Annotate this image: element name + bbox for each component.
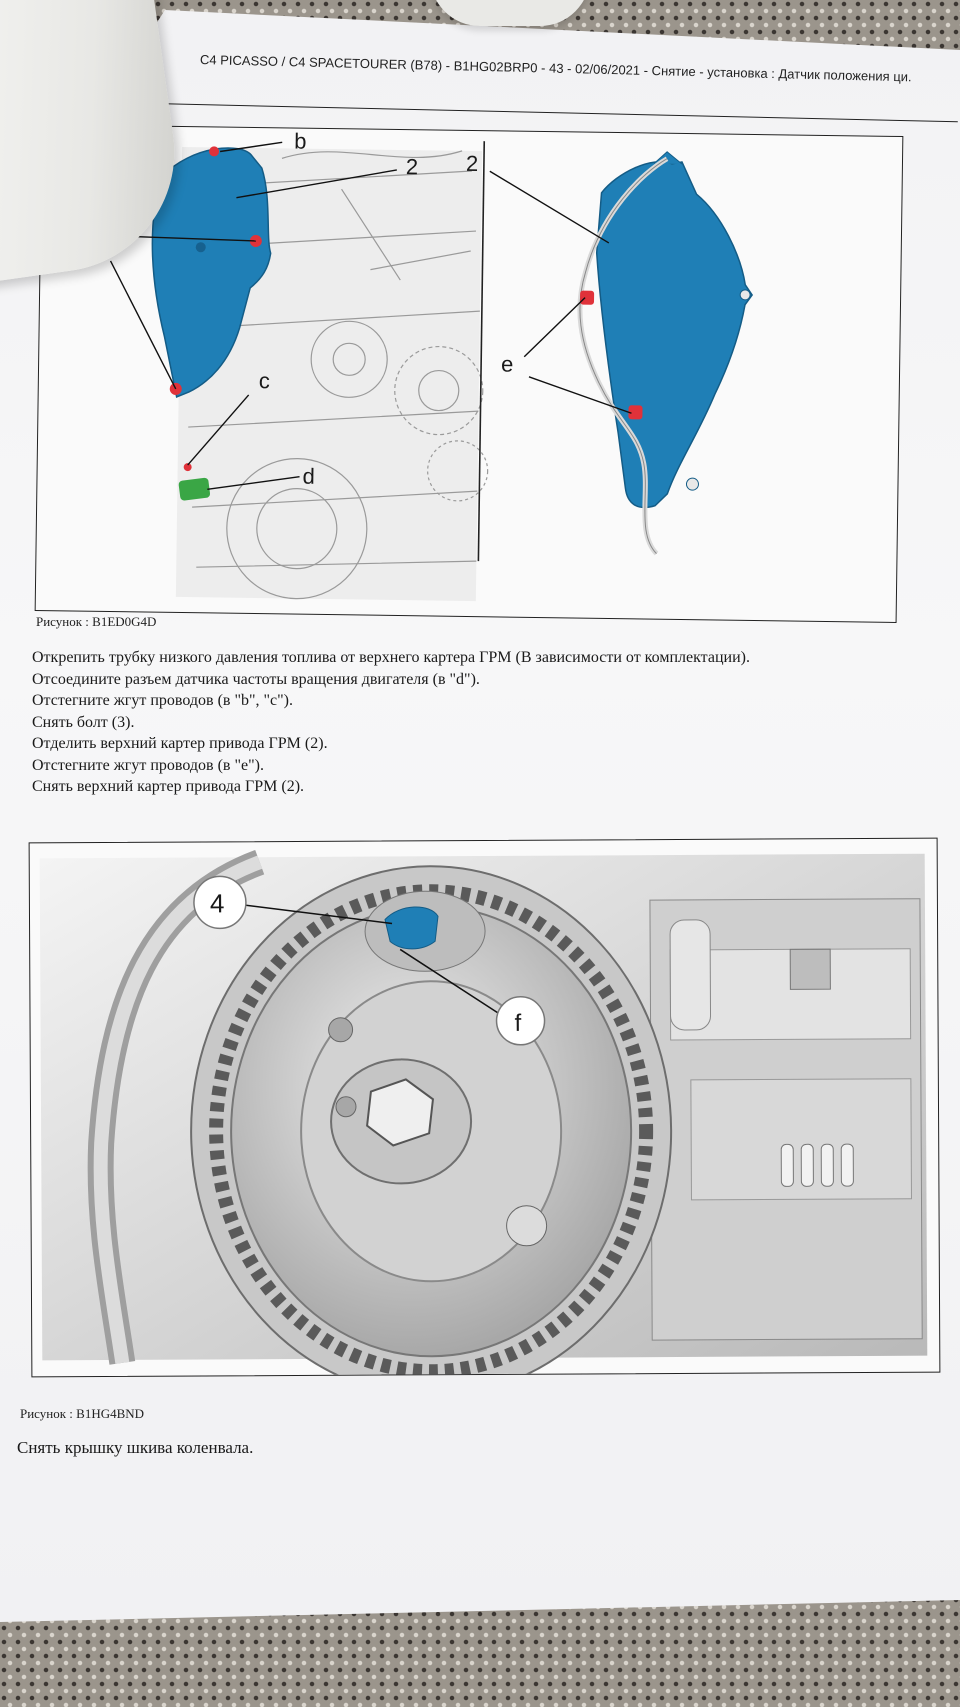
step-item: Снять болт (3).	[32, 713, 135, 731]
callout-leaders-right	[489, 170, 632, 414]
manual-page: 9 C4 PICASSO / C4 SPACETOURER (B78) - B1…	[0, 10, 960, 1622]
clip-markers-e	[580, 290, 643, 420]
timing-cover-left	[151, 147, 272, 398]
document-header: C4 PICASSO / C4 SPACETOURER (B78) - B1HG…	[199, 52, 912, 85]
callout-c: c	[259, 368, 270, 393]
figure-2-frame: 4 f	[28, 837, 941, 1378]
connector-d	[178, 477, 211, 501]
figure-2-illustration: 4 f	[39, 849, 928, 1377]
step-item: Отделить верхний картер привода ГРМ (2).	[32, 735, 328, 752]
timing-cover-right	[595, 161, 754, 509]
callout-leaders-figure-2	[237, 903, 503, 1017]
figure-2-caption: Рисунок : B1HG4BND	[20, 1406, 145, 1421]
instruction-steps: Открепить трубку низкого давления топлив…	[32, 647, 932, 798]
callout-2-left: 2	[406, 154, 419, 179]
step-item: Отсоедините разъем датчика частоты враще…	[32, 670, 480, 688]
figure-1-illustration: b 2 3 c d 2 e	[85, 129, 754, 602]
callout-2-right: 2	[466, 151, 479, 176]
callout-b: b	[294, 129, 307, 154]
step-item: Отстегните жгут проводов (в "b", "c").	[32, 692, 294, 709]
figure-1-frame: b 2 3 c d 2 e	[34, 124, 904, 623]
final-instruction: Снять крышку шкива коленвала.	[17, 1438, 254, 1457]
callout-e: e	[501, 351, 514, 376]
figure-1-caption: Рисунок : B1ED0G4D	[36, 614, 157, 629]
step-item: Снять верхний картер привода ГРМ (2).	[32, 778, 305, 795]
step-item: Отстегните жгут проводов (в "e").	[32, 756, 264, 774]
header-rule	[107, 102, 958, 123]
step-item: Открепить трубку низкого давления топлив…	[32, 649, 750, 666]
callout-f: f	[514, 1010, 521, 1037]
callout-4: 4	[210, 888, 225, 918]
callout-d: d	[302, 464, 315, 489]
sensor-part-blue	[384, 906, 439, 950]
figure-1-divider	[477, 141, 486, 562]
timing-belt-pulley	[190, 865, 673, 1377]
engine-block-right	[649, 898, 923, 1341]
